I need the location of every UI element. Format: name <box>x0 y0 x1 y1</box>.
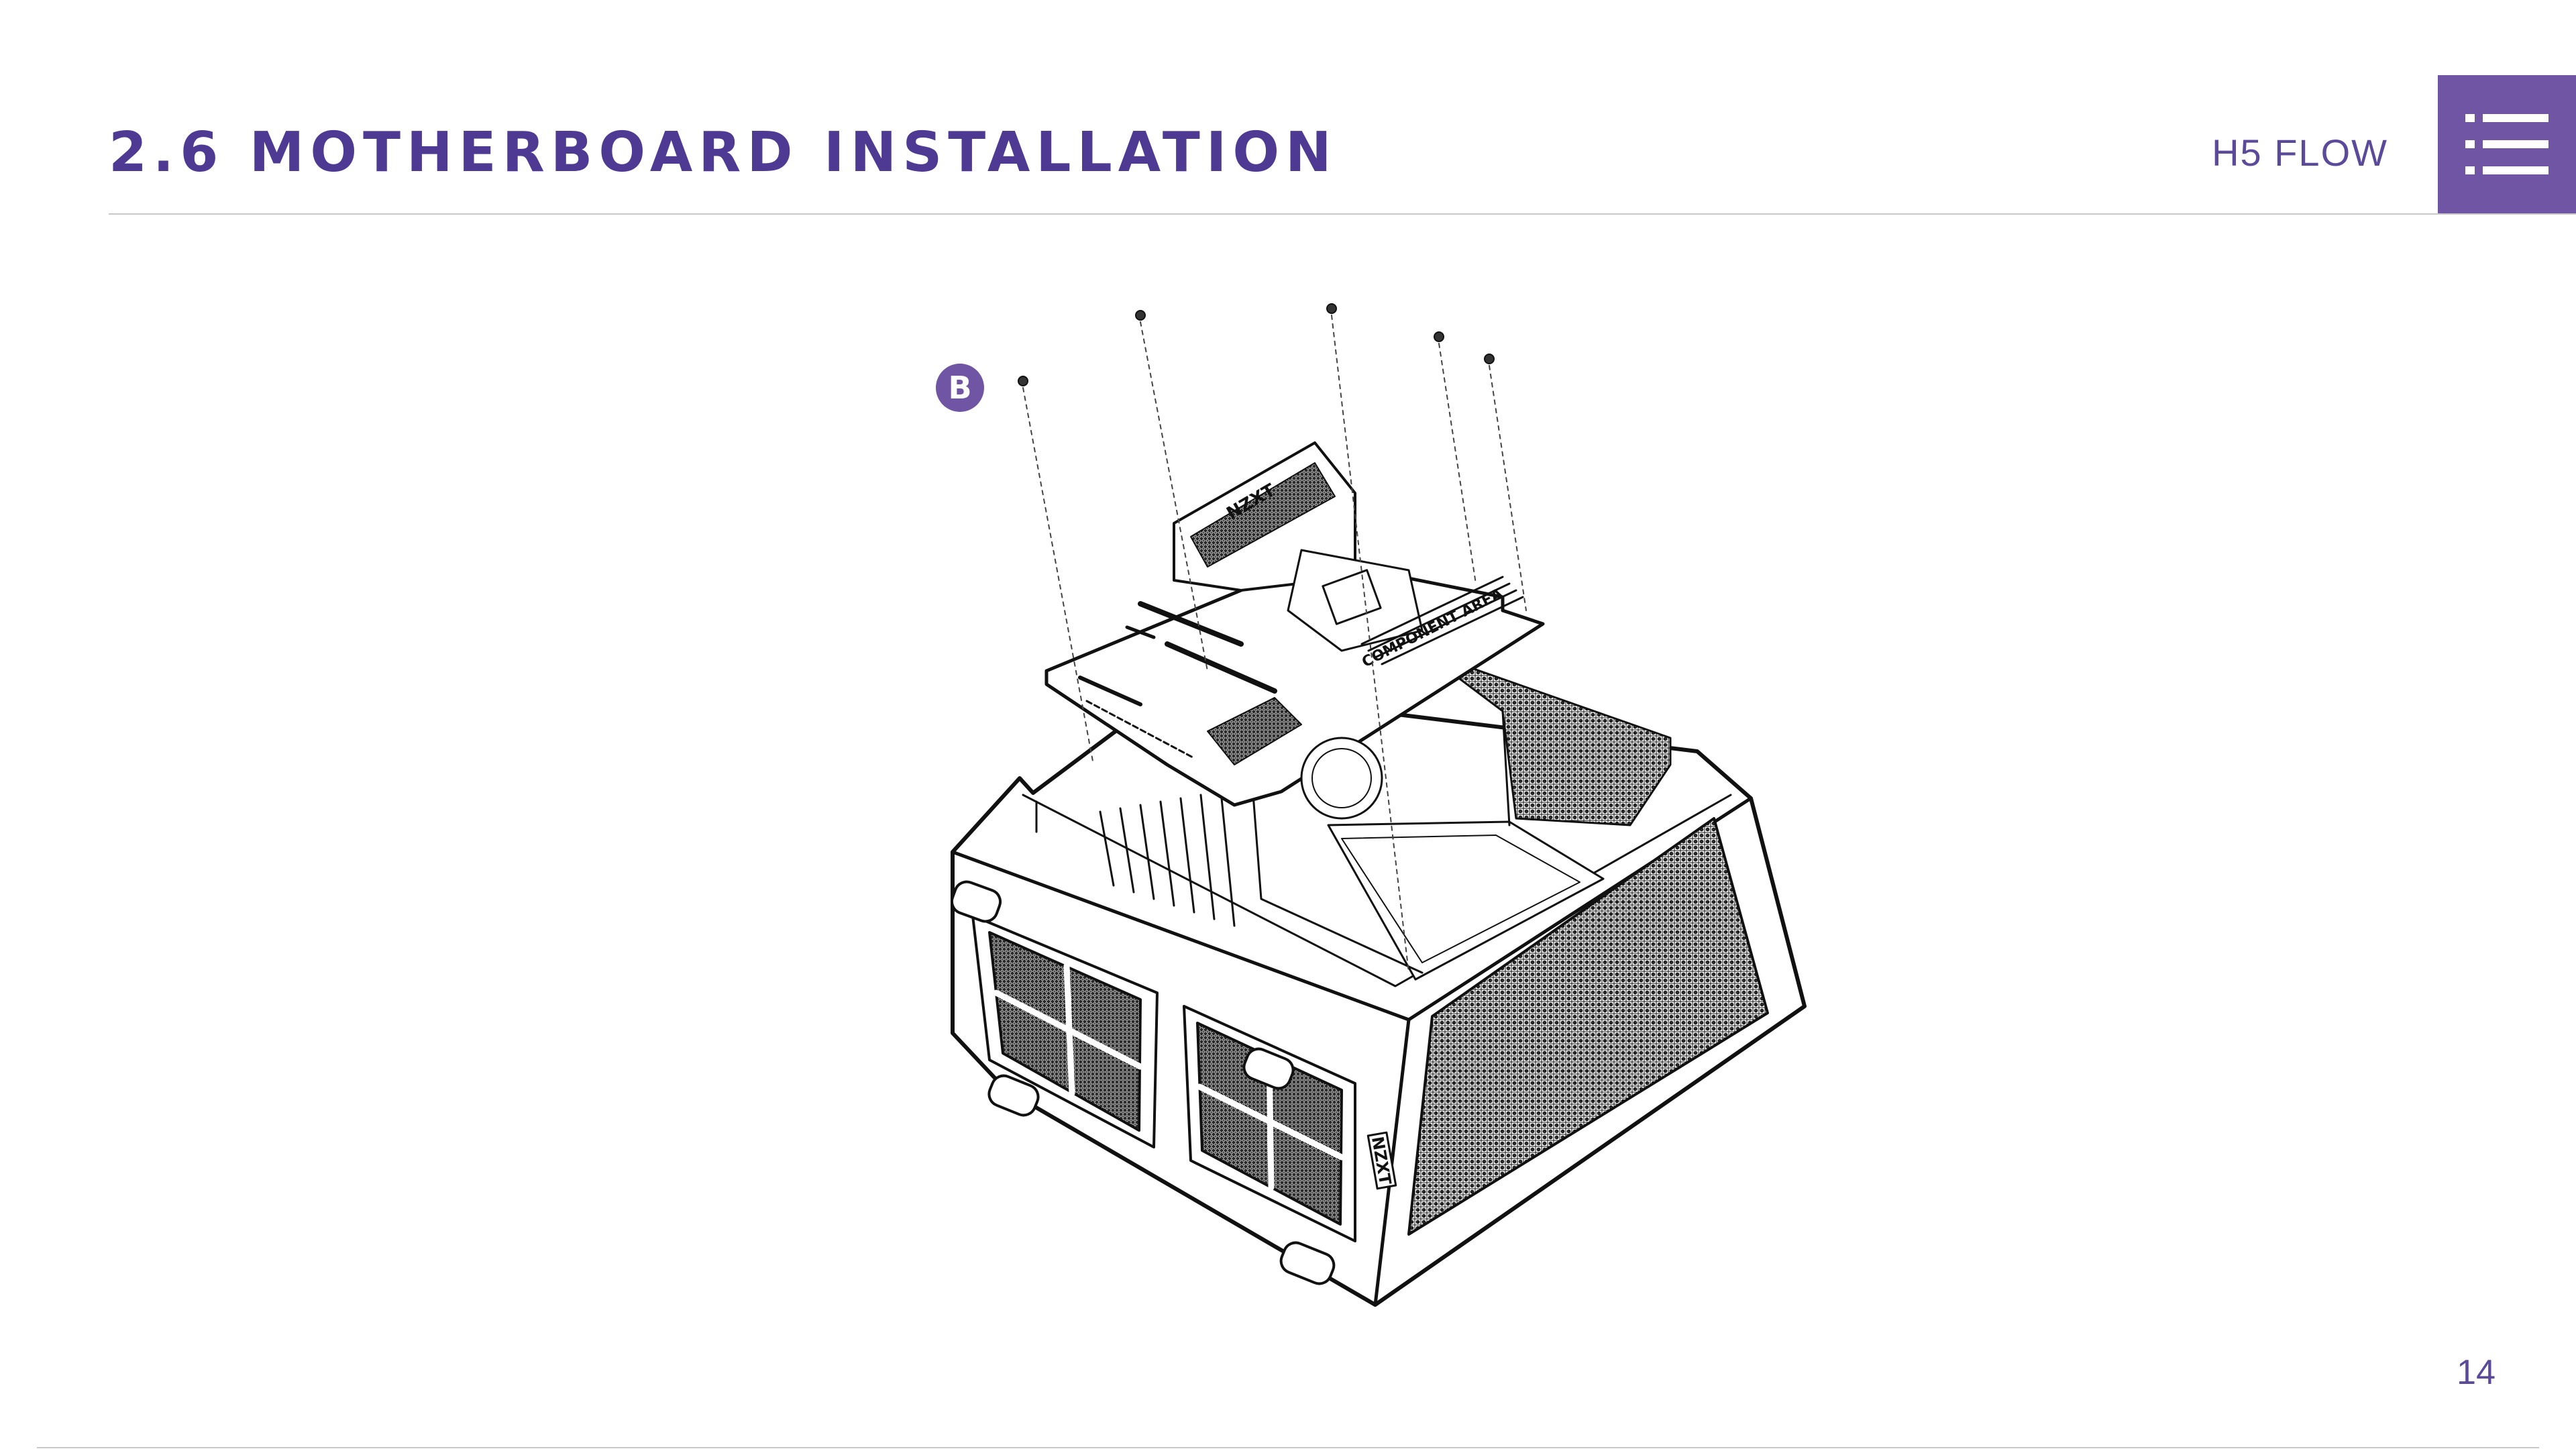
step-b-badge: B <box>936 364 984 412</box>
case-exploded-illustration: NZXT NZXT COMPONENT AREA <box>926 295 1825 1315</box>
screws <box>1018 304 1494 386</box>
page-title: 2.6 MOTHERBOARD INSTALLATION <box>109 119 1338 186</box>
table-of-contents-button[interactable] <box>2438 75 2576 213</box>
list-icon <box>2465 114 2548 174</box>
page-number: 14 <box>2457 1352 2496 1393</box>
product-name: H5 FLOW <box>2212 131 2388 174</box>
header-divider <box>109 213 2576 215</box>
footer-divider <box>37 1447 2539 1448</box>
